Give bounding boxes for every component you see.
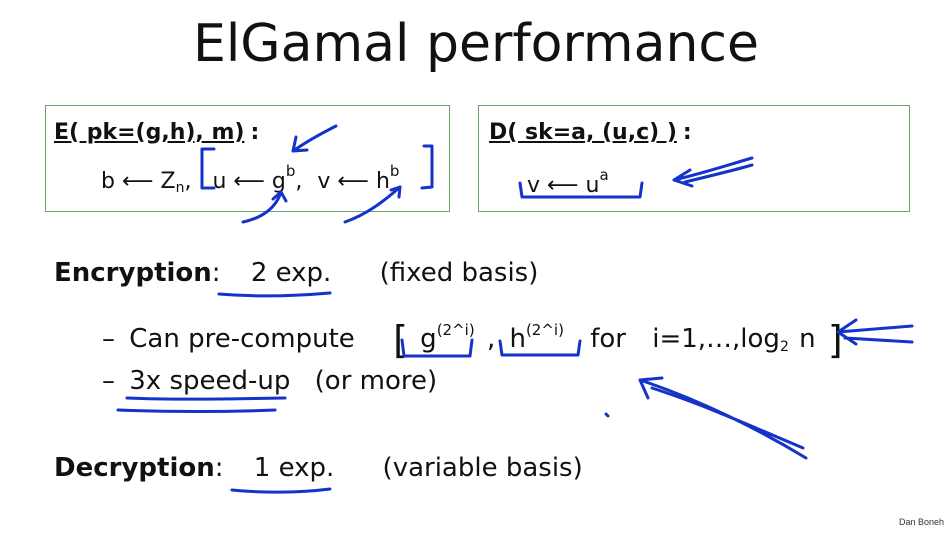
encryption-box-header-colon: :: [250, 120, 260, 145]
open-bracket: [: [393, 318, 408, 362]
g-base: g: [420, 324, 437, 354]
ink-long-diagonal-arrow: [638, 376, 808, 460]
dec-u-exponent: a: [599, 166, 609, 184]
ink-arrow-precompute: [836, 318, 914, 346]
comma-1: ,: [184, 169, 192, 194]
speedup-bullet: – 3x speed-up (or more): [102, 366, 437, 396]
h-base: h: [509, 324, 526, 354]
b-assignment: b ⟵ Z: [101, 169, 176, 194]
n-variable: n: [799, 324, 816, 354]
decryption-exp-count: 1 exp.: [253, 453, 335, 483]
decryption-basis-note: (variable basis): [382, 453, 583, 483]
encryption-formula: b ⟵ Zn, u ⟵ gb, v ⟵ hb: [101, 162, 399, 196]
speedup-text: 3x speed-up: [129, 366, 291, 396]
index-range: i=1,…,log: [652, 324, 780, 354]
encryption-label: Encryption: [54, 258, 212, 288]
ink-dot: [604, 412, 610, 418]
decryption-box-header-colon: :: [682, 120, 692, 145]
b-subscript: n: [175, 180, 185, 196]
decryption-formula: v ⟵ ua: [527, 166, 609, 198]
encryption-box-header: E( pk=(g,h), m):: [54, 120, 259, 145]
g-exponent: (2^i): [436, 321, 475, 339]
v-assignment: v ⟵ h: [317, 169, 390, 194]
h-exponent: (2^i): [525, 321, 564, 339]
slide-title: ElGamal performance: [193, 14, 759, 74]
precompute-text: Can pre-compute: [129, 324, 355, 354]
decryption-line: Decryption: 1 exp. (variable basis): [54, 453, 583, 483]
decryption-label: Decryption: [54, 453, 215, 483]
encryption-line: Encryption: 2 exp. (fixed basis): [54, 258, 538, 288]
v-exponent: b: [389, 162, 400, 180]
author-credit: Dan Boneh: [898, 517, 944, 527]
ink-underline-speedup-1: [125, 396, 287, 401]
bullet-dash-1: –: [102, 324, 115, 354]
decryption-box-header: D( sk=a, (u,c) ):: [489, 120, 692, 145]
u-exponent: b: [285, 162, 296, 180]
encryption-box-header-text: E( pk=(g,h), m): [54, 120, 245, 145]
encryption-colon: :: [211, 258, 221, 288]
u-assignment: u ⟵ g: [212, 169, 286, 194]
decryption-definition-box: D( sk=a, (u,c) ): v ⟵ ua: [478, 105, 910, 212]
decryption-colon: :: [214, 453, 224, 483]
decryption-box-header-text: D( sk=a, (u,c) ): [489, 120, 677, 145]
close-bracket: ]: [827, 318, 843, 362]
dec-v-assignment: v ⟵ u: [527, 173, 600, 198]
bullet-dash-2: –: [102, 366, 115, 396]
precompute-bullet: – Can pre-compute [ g(2^i) , h(2^i) for …: [102, 318, 843, 362]
speedup-note: (or more): [314, 366, 438, 396]
ink-underline-2exp: [217, 291, 332, 298]
comma-2: ,: [295, 169, 303, 194]
for-keyword: for: [590, 324, 626, 354]
encryption-definition-box: E( pk=(g,h), m): b ⟵ Zn, u ⟵ gb, v ⟵ hb: [45, 105, 450, 212]
log-base: 2: [779, 339, 789, 355]
encryption-basis-note: (fixed basis): [379, 258, 539, 288]
encryption-exp-count: 2 exp.: [250, 258, 332, 288]
ink-underline-speedup-2: [116, 408, 277, 413]
ink-underline-1exp: [230, 487, 332, 494]
list-comma: ,: [486, 324, 496, 354]
